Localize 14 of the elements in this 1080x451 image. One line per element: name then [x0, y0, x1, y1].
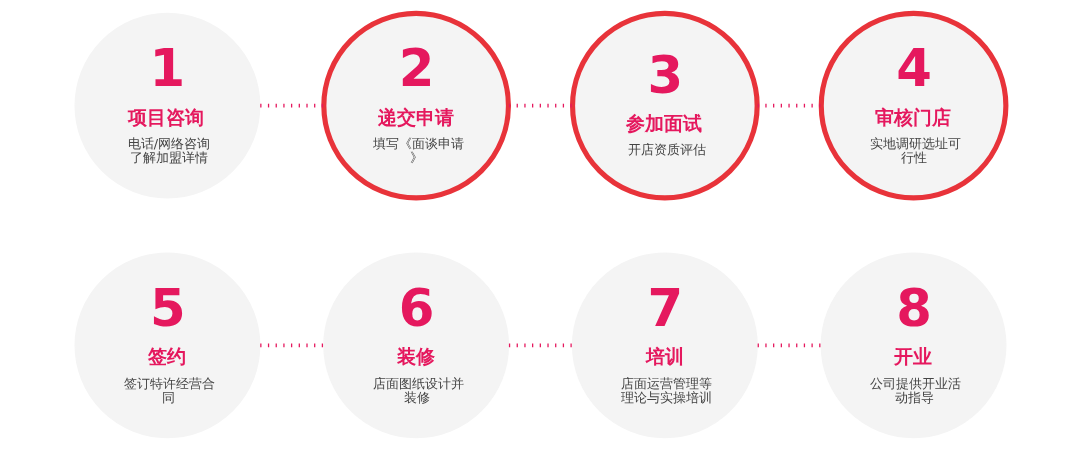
node-circle: 7 培训 店面运营管理等理论与实操培训 [571, 252, 758, 439]
node-circle: 5 签约 签订特许经营合同 [74, 252, 260, 439]
node-circle: 6 装修 店面图纸设计并装修 [322, 252, 509, 439]
node-circle: 8 开业 公司提供开业活动指导 [820, 252, 1006, 439]
node-circle: 4 审核门店 实地调研选址可行性 [818, 10, 1008, 201]
connector [508, 343, 572, 348]
node-circle: 3 参加面试 开店资质评估 [569, 10, 760, 201]
connector [757, 103, 821, 108]
connector [508, 103, 572, 108]
connector [259, 103, 324, 108]
connector [757, 343, 821, 348]
node-circle: 2 递交申请 填写《面谈申请》 [320, 10, 511, 201]
connector [259, 343, 324, 348]
node-circle: 1 项目咨询 电话/网络咨询了解加盟详情 [74, 12, 260, 199]
